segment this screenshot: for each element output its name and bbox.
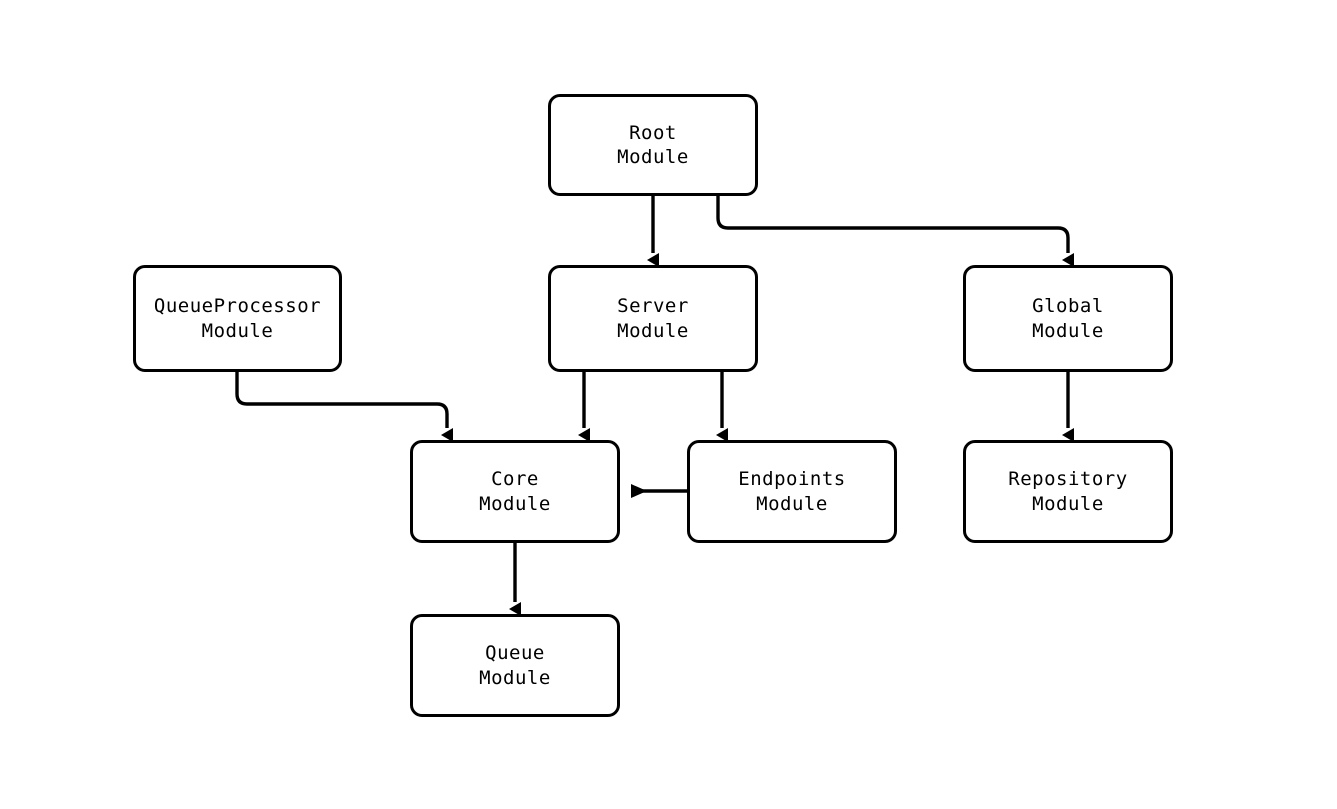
node-core-module[interactable]: Core Module	[410, 440, 620, 543]
node-repository-module[interactable]: Repository Module	[963, 440, 1173, 543]
node-repository-module-name: Repository	[1008, 468, 1128, 491]
node-endpoints-module[interactable]: Endpoints Module	[687, 440, 897, 543]
edge-queueprocessor-to-core	[235, 372, 453, 442]
node-queue-module-kind: Module	[479, 666, 551, 689]
node-queueprocessor-module-name: QueueProcessor	[153, 295, 322, 318]
node-queueprocessor-module-kind: Module	[201, 319, 274, 342]
edge-root-to-global	[716, 196, 1074, 267]
node-repository-module-kind: Module	[1032, 492, 1104, 515]
node-core-module-name: Core	[491, 468, 539, 491]
node-queue-module[interactable]: Queue Module	[410, 614, 620, 717]
node-root-module[interactable]: Root Module	[548, 94, 758, 196]
node-endpoints-module-kind: Module	[756, 492, 828, 515]
node-root-module-kind: Module	[617, 146, 689, 168]
node-server-module[interactable]: Server Module	[548, 265, 758, 372]
node-server-module-name: Server	[617, 295, 689, 318]
node-global-module[interactable]: Global Module	[963, 265, 1173, 372]
node-server-module-kind: Module	[617, 319, 689, 342]
node-queueprocessor-module[interactable]: QueueProcessor Module	[133, 265, 342, 372]
node-endpoints-module-name: Endpoints	[738, 468, 846, 491]
node-queue-module-name: Queue	[485, 642, 545, 665]
node-global-module-kind: Module	[1032, 319, 1104, 342]
node-core-module-kind: Module	[479, 492, 551, 515]
node-root-module-name: Root	[629, 121, 677, 144]
node-global-module-name: Global	[1032, 295, 1104, 318]
